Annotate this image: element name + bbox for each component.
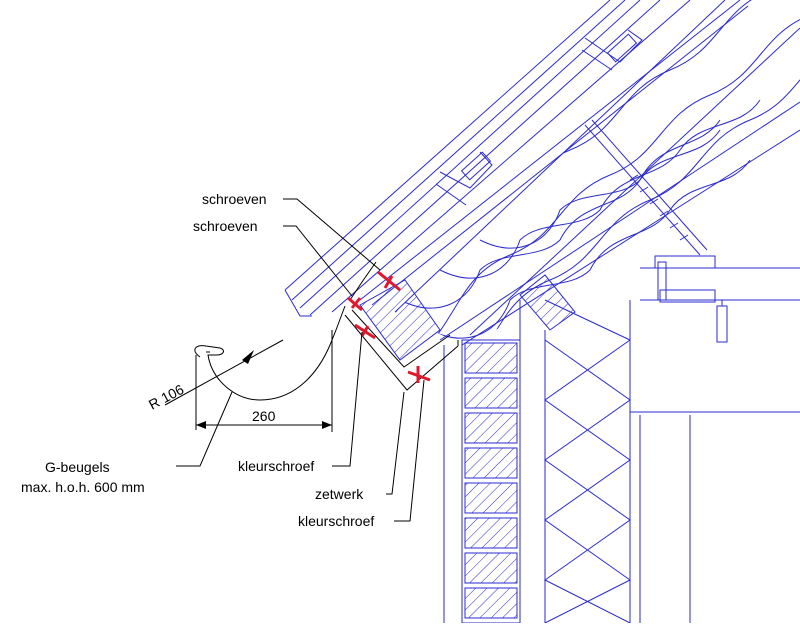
insulation <box>395 0 800 345</box>
fascia-board <box>359 279 441 361</box>
label-color-screw-2: kleurschroef <box>298 513 374 529</box>
label-screws-2: schroeven <box>193 218 258 234</box>
dimensions <box>164 330 333 432</box>
screws <box>347 270 431 383</box>
flashing <box>344 309 459 391</box>
gutter <box>194 261 377 401</box>
label-width: 260 <box>252 408 276 424</box>
inner-leaf <box>630 411 800 623</box>
wall-plate <box>519 274 576 331</box>
leaders <box>176 198 425 522</box>
label-screws-1: schroeven <box>202 191 267 207</box>
label-brackets-line2: max. h.o.h. 600 mm <box>21 479 145 495</box>
long-screw <box>584 119 708 256</box>
outer-wall <box>443 339 521 624</box>
roof-tiles <box>284 0 691 317</box>
battens <box>359 0 800 336</box>
label-flashing: zetwerk <box>315 486 364 502</box>
label-brackets-line1: G-beugels <box>45 459 110 475</box>
rafter-bracket <box>640 255 800 343</box>
label-radius: R 106 <box>146 381 187 413</box>
label-color-screw-1: kleurschroef <box>238 458 314 474</box>
cavity-insulation <box>519 299 631 624</box>
roof-construction <box>284 0 800 624</box>
